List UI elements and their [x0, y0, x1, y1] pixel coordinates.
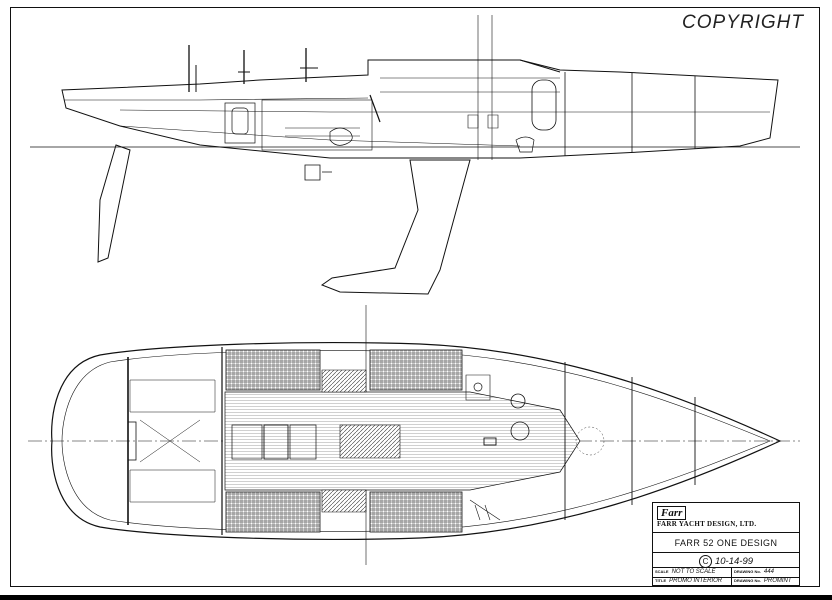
- copyright-watermark: COPYRIGHT: [682, 12, 804, 33]
- settee-stbd-fwd: [369, 491, 463, 533]
- rudder: [97, 144, 131, 263]
- designer-logo: Farr: [657, 506, 687, 520]
- date-value: 10-14-99: [714, 556, 754, 567]
- plan-view: [28, 305, 800, 565]
- design-name: FARR 52 ONE DESIGN: [674, 538, 778, 548]
- title-block-name-row: FARR 52 ONE DESIGN: [653, 533, 799, 553]
- settee-stbd-aft: [225, 491, 321, 533]
- hull-plan: [51, 342, 782, 540]
- title-block-logo-row: Farr FARR YACHT DESIGN, LTD.: [653, 503, 799, 533]
- title-block: Farr FARR YACHT DESIGN, LTD. FARR 52 ONE…: [652, 502, 800, 587]
- profile-view: [30, 15, 800, 295]
- settee-port-fwd: [369, 349, 463, 391]
- drawing-id-cell: DRAWING No.PROMINT: [734, 578, 792, 584]
- copyright-icon: C: [698, 555, 712, 568]
- sheet-border: [10, 7, 820, 587]
- title-value: PROMO INTERIOR: [669, 578, 723, 584]
- hull-profile: [61, 59, 779, 159]
- number-cell: DRAWING No.444: [734, 569, 774, 575]
- keel: [320, 159, 471, 295]
- scale-value: NOT TO SCALE: [671, 569, 716, 575]
- firm-name: FARR YACHT DESIGN, LTD.: [657, 520, 757, 528]
- drawing-id-value: PROMINT: [763, 578, 792, 584]
- settee-port-aft: [225, 349, 321, 391]
- number-value: 444: [763, 569, 774, 575]
